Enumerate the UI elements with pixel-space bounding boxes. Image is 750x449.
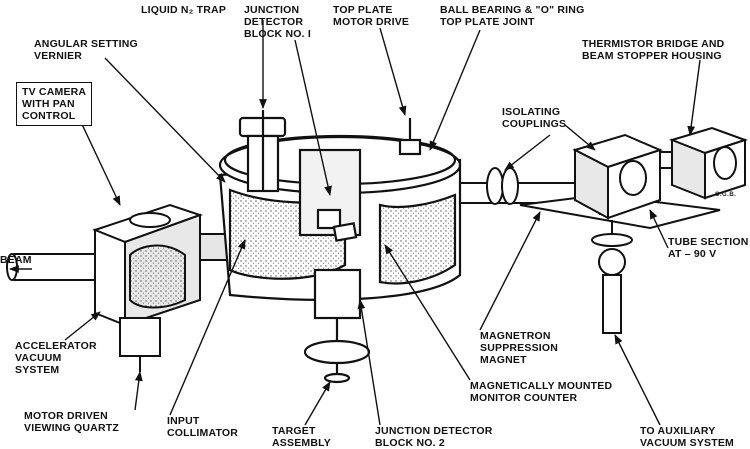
label-line: JUNCTION <box>244 4 300 16</box>
label-line: BALL BEARING & "O" RING <box>440 4 585 16</box>
label-line: MONITOR COUNTER <box>470 392 578 404</box>
label-beam: BEAM <box>0 254 32 266</box>
artist-signature: C.G.B. <box>715 192 737 198</box>
coupling-assembly <box>486 126 749 334</box>
label-line: INPUT <box>167 415 200 427</box>
label-line: TO AUXILIARY <box>640 425 716 437</box>
label-line: WITH PAN <box>22 98 75 110</box>
label-line: SUPPRESSION <box>480 342 559 354</box>
label-line: AT – 90 V <box>668 248 717 260</box>
label-line: TOP PLATE JOINT <box>440 16 535 28</box>
label-line: TARGET <box>272 425 316 437</box>
label-line: ANGULAR SETTING <box>34 38 138 50</box>
label-line: TOP PLATE <box>333 4 393 16</box>
label-line: CONTROL <box>22 110 76 122</box>
label-line: SYSTEM <box>15 364 60 376</box>
label-line: ASSEMBLY <box>272 437 331 449</box>
label-line: VIEWING QUARTZ <box>24 422 119 434</box>
leader-lines <box>9 20 701 426</box>
label-line: BEAM <box>0 254 32 266</box>
label-line: LIQUID N₂ TRAP <box>141 4 227 16</box>
label-line: MAGNETRON <box>480 330 551 342</box>
label-line: MOTOR DRIVEN <box>24 410 108 422</box>
label-line: VACUUM SYSTEM <box>640 437 734 449</box>
label-line: DETECTOR <box>244 16 304 28</box>
label-line: ISOLATING <box>502 106 561 118</box>
label-line: VACUUM <box>15 352 62 364</box>
label-line: ACCELERATOR <box>15 340 97 352</box>
label-line: COLLIMATOR <box>167 427 239 439</box>
label-liquid-n2-trap: LIQUID N₂ TRAP <box>141 4 226 16</box>
label-line: MOTOR DRIVE <box>333 16 410 28</box>
label-line: COUPLINGS <box>502 118 567 130</box>
label-line: BLOCK NO. 2 <box>375 437 445 449</box>
label-line: MAGNETICALLY MOUNTED <box>470 380 613 392</box>
label-line: MAGNET <box>480 354 527 366</box>
label-line: THERMISTOR BRIDGE AND <box>582 38 725 50</box>
label-line: BLOCK NO. I <box>244 28 311 40</box>
main-chamber <box>218 110 462 384</box>
label-line: JUNCTION DETECTOR <box>375 425 493 437</box>
label-line: VERNIER <box>34 50 83 62</box>
accelerator-cube <box>92 203 204 372</box>
label-line: TV CAMERA <box>22 86 87 98</box>
label-line: TUBE SECTION <box>668 236 749 248</box>
label-line: BEAM STOPPER HOUSING <box>582 50 722 62</box>
